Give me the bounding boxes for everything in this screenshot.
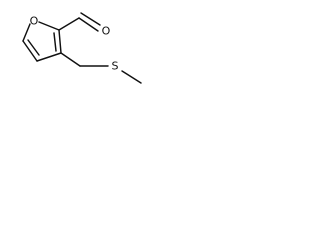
bond-c3-ch2 (60, 52, 81, 67)
bond-c4-c5-inner (27, 39, 40, 56)
bond-c2-cho (58, 17, 80, 31)
bond-c3-c4 (36, 52, 62, 62)
bond-c2-c3 (58, 29, 62, 54)
bond-s-ch3 (121, 70, 142, 84)
bond-o1-c2 (38, 21, 60, 31)
methylthiomethyl-group (60, 52, 142, 84)
bond-c2-c3-inner (53, 32, 57, 52)
sulfur-label: S (112, 60, 119, 73)
bond-c-o-double-inner (80, 12, 101, 26)
furan-ring (22, 21, 62, 62)
bond-c-o-double (78, 17, 99, 32)
ring-oxygen-label: O (30, 15, 39, 28)
bond-c4-c5 (22, 40, 38, 62)
carbonyl-oxygen-label: O (102, 25, 111, 38)
chemical-structure: O O S (22, 12, 142, 84)
aldehyde-group (58, 12, 101, 32)
bond-c5-o1 (22, 23, 31, 42)
